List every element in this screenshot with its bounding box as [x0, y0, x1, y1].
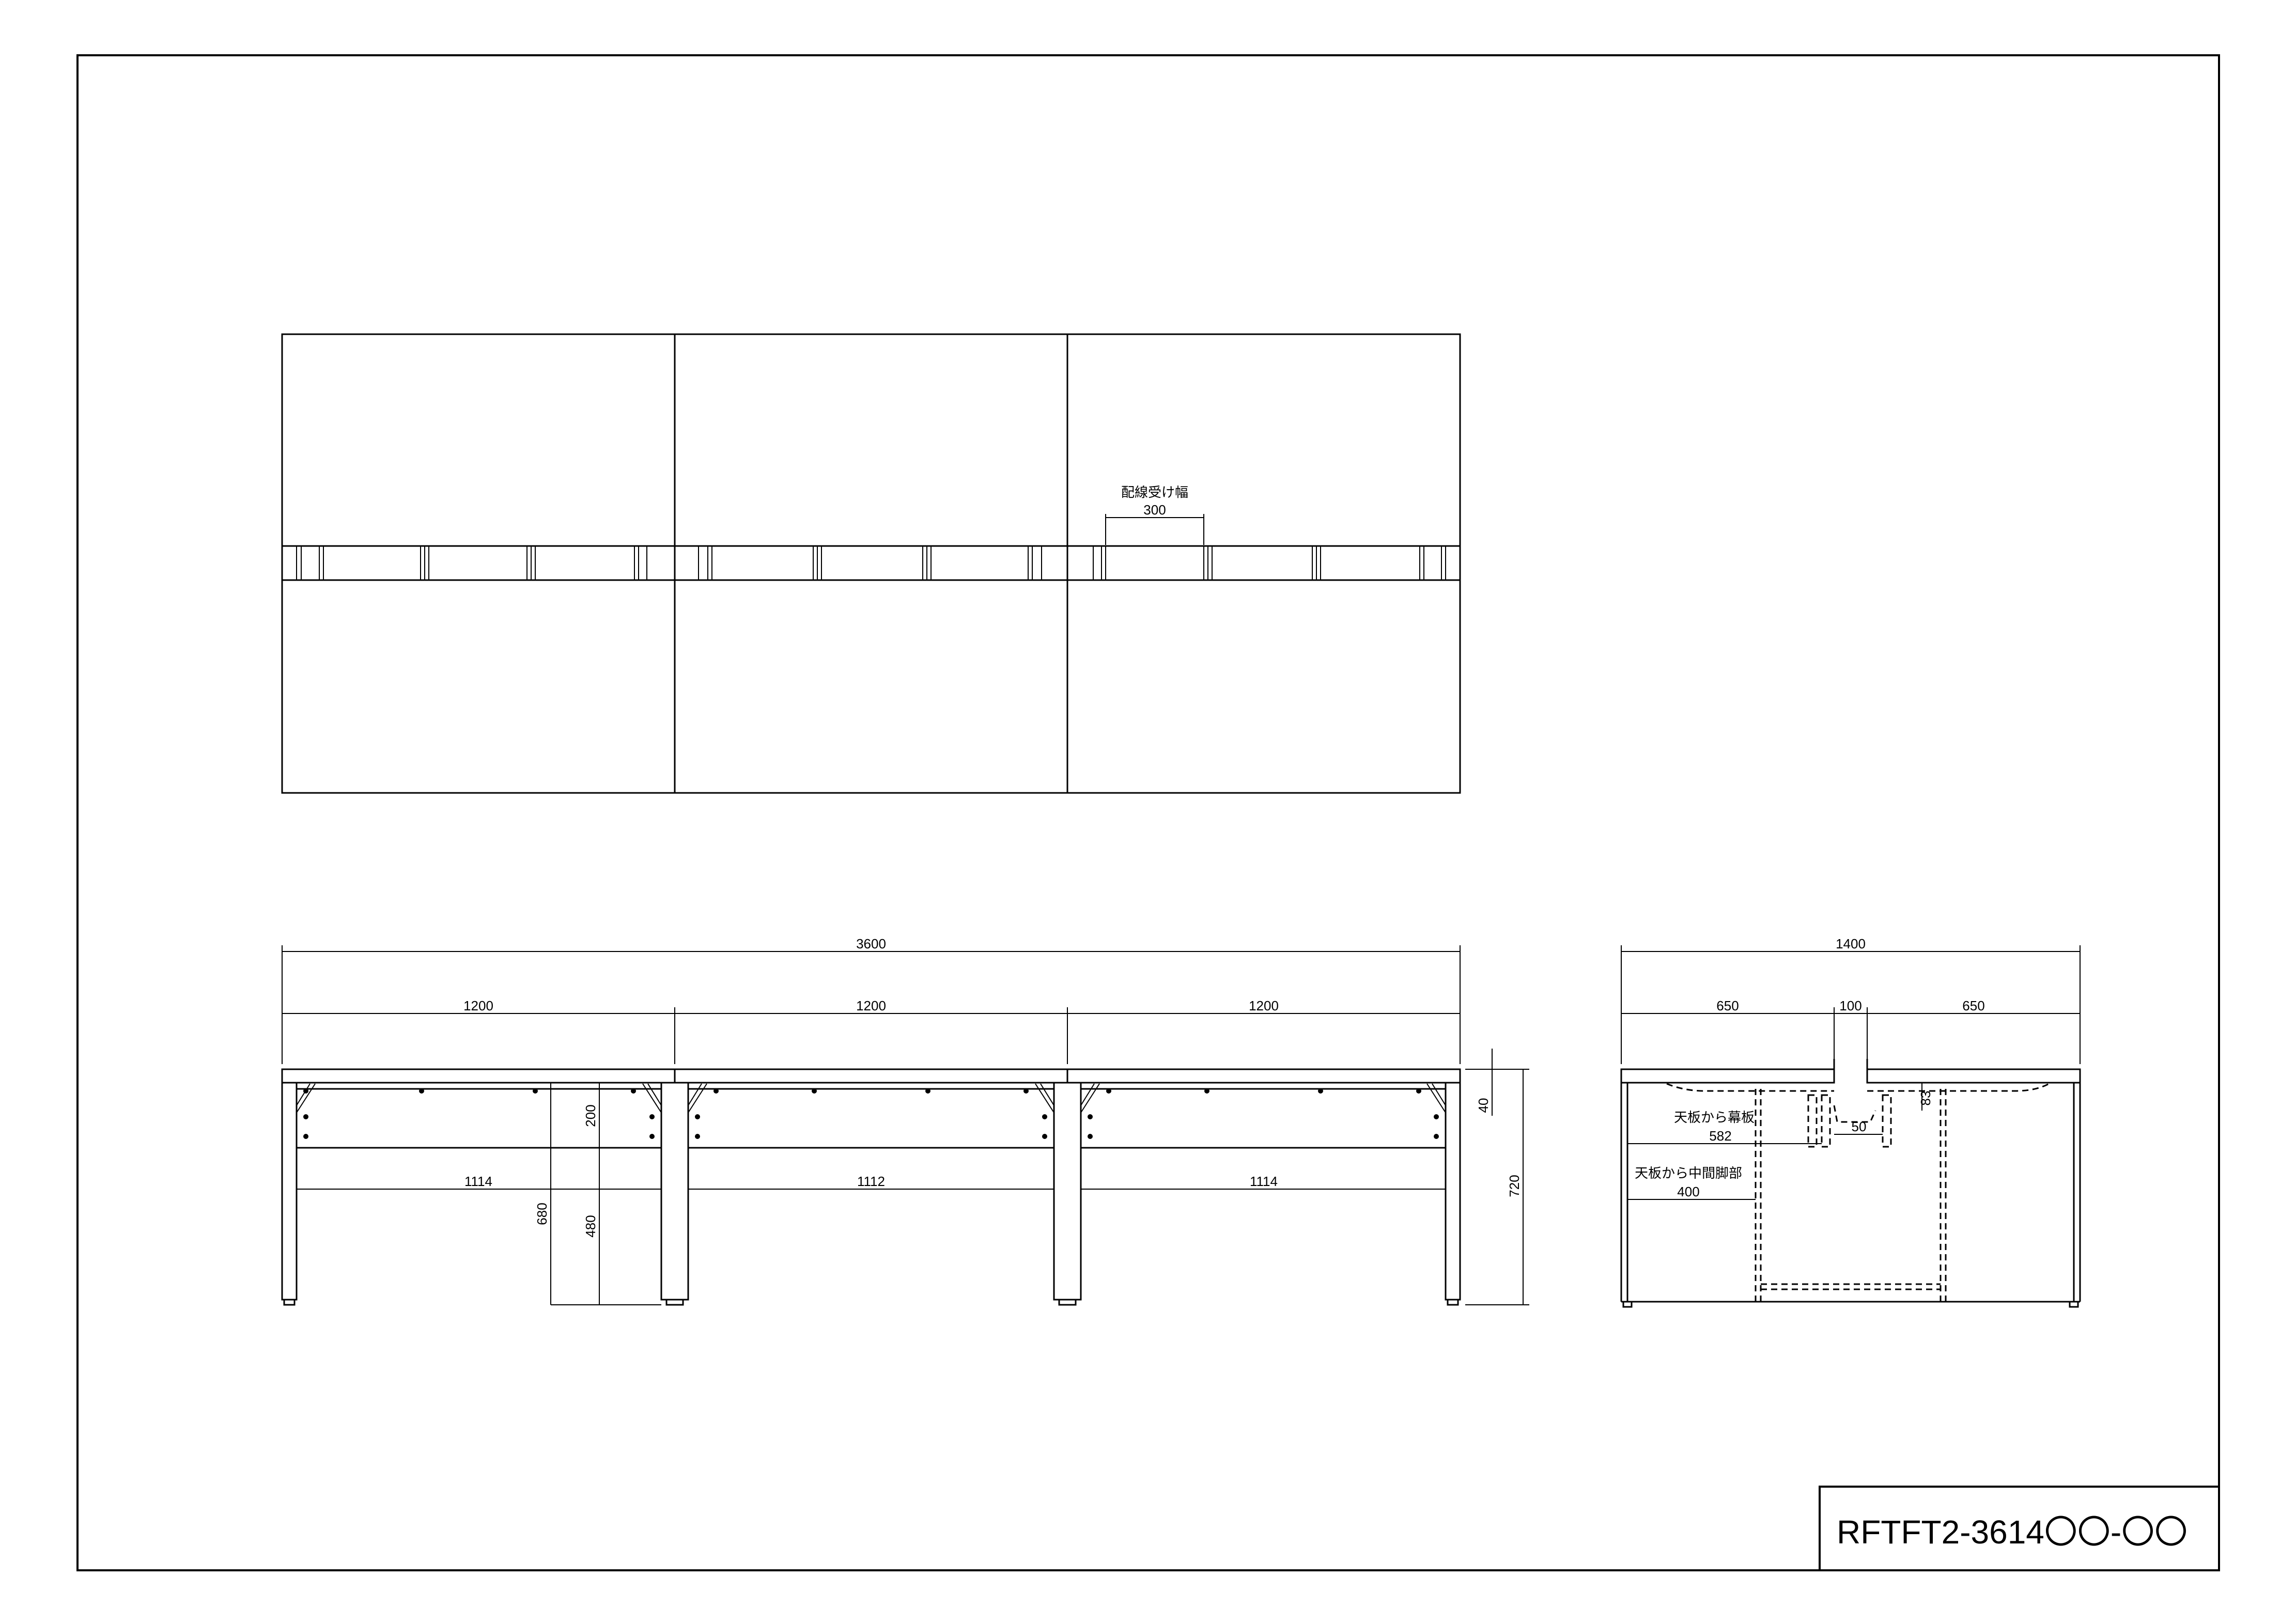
mid-leg-value: 400	[1677, 1184, 1699, 1199]
total-height-value: 720	[1507, 1175, 1522, 1197]
top-thickness-value: 40	[1476, 1098, 1491, 1113]
wiring-width-label: 配線受け幅	[1121, 485, 1188, 500]
module-width-2: 1200	[856, 998, 886, 1013]
height-small-value: 83	[1918, 1091, 1933, 1106]
bolt-holes	[303, 1088, 1439, 1139]
top-view-outline	[281, 333, 1461, 794]
sheet-border	[76, 54, 2220, 1571]
front-view: 3600 1200 1200 1200	[281, 936, 1529, 1306]
modesty-value: 582	[1709, 1128, 1731, 1144]
depth-left-value: 650	[1716, 998, 1739, 1013]
wiring-tray-segments	[296, 546, 1446, 580]
mid-leg-label: 天板から中間脚部	[1635, 1165, 1742, 1181]
front-legs	[281, 1082, 1461, 1306]
overall-width-value: 3600	[856, 936, 886, 951]
inner-span-2: 1112	[857, 1174, 885, 1189]
height-dimensions: 40 720	[1465, 1049, 1529, 1305]
inner-span-dimensions: 1114 1112 1114	[297, 1174, 1446, 1190]
clearance-480-value: 480	[583, 1215, 598, 1237]
module-width-3: 1200	[1249, 998, 1279, 1013]
wiring-width-dimension: 配線受け幅 300	[1105, 485, 1204, 545]
corner-braces	[296, 1083, 1446, 1113]
side-tabletops	[1620, 1059, 2081, 1084]
wiring-width-value: 300	[1143, 502, 1166, 518]
modesty-label: 天板から幕板	[1674, 1110, 1755, 1125]
module-width-dimensions: 1200 1200 1200	[282, 998, 1460, 1064]
title-block: RFTFT2-3614〇〇-〇〇	[1819, 1486, 2220, 1571]
overall-depth-dimension: 1400	[1621, 936, 2081, 1064]
title-block-frame	[1819, 1486, 2220, 1571]
module-width-1: 1200	[463, 998, 493, 1013]
top-view: 配線受け幅 300	[281, 333, 1461, 794]
inner-span-1: 1114	[464, 1174, 492, 1189]
model-number: RFTFT2-3614〇〇-〇〇	[1837, 1513, 2188, 1551]
clearance-680-value: 680	[534, 1203, 550, 1225]
sub-depth-dimensions: 650 100 650	[1621, 998, 2080, 1064]
side-view: 1400 650 100 650	[1620, 936, 2081, 1308]
gap-value: 100	[1839, 998, 1861, 1013]
modesty-annotation: 天板から幕板 582	[1627, 1110, 1822, 1144]
tabletop	[281, 1068, 1461, 1084]
hidden-lines	[1666, 1083, 2050, 1302]
overall-depth-value: 1400	[1836, 936, 1866, 951]
vertical-dimensions: 200 680 480	[534, 1083, 661, 1305]
side-panel	[1620, 1083, 2081, 1308]
overall-width-dimension: 3600	[282, 936, 1461, 1064]
panel-height-value: 200	[583, 1104, 598, 1127]
modesty-panels	[297, 1088, 1446, 1149]
gap-small-value: 50	[1852, 1119, 1867, 1134]
mid-leg-annotation: 天板から中間脚部 400	[1627, 1165, 1756, 1200]
small-detail-dimensions: 50 83	[1834, 1083, 1933, 1135]
depth-right-value: 650	[1962, 998, 1984, 1013]
inner-span-3: 1114	[1250, 1174, 1278, 1189]
